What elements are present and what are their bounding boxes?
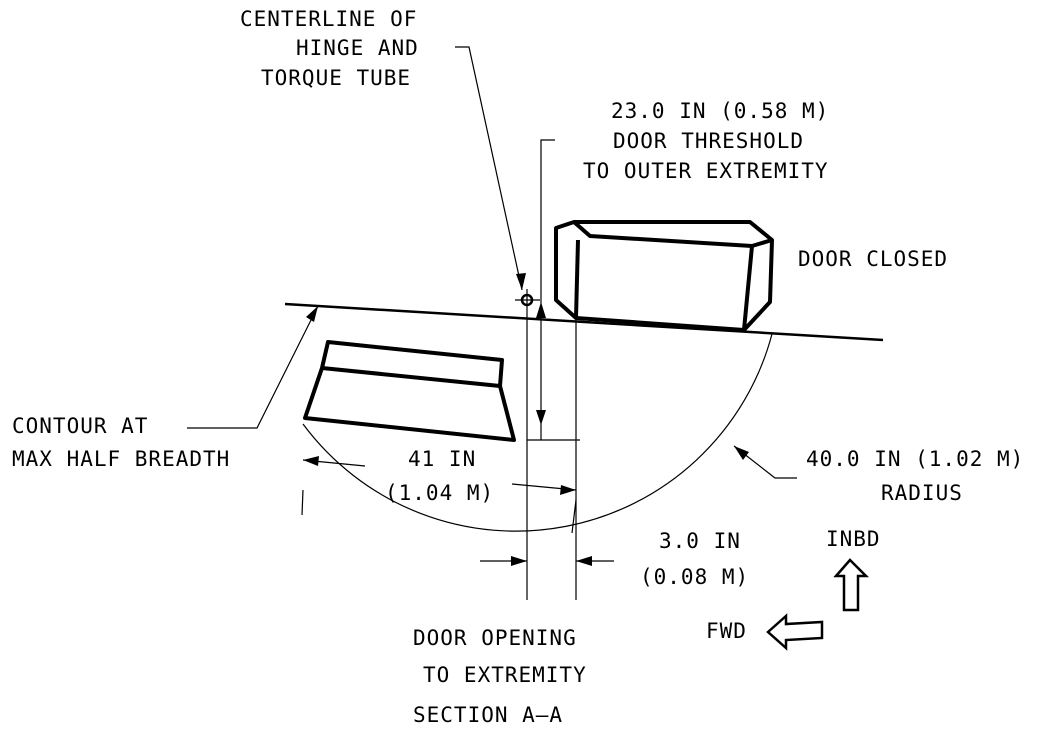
- contour-label-line2: MAX HALF BREADTH: [12, 447, 230, 471]
- hinge-label-line3: TORQUE TUBE: [261, 66, 411, 90]
- door-closed-label: DOOR CLOSED: [798, 247, 948, 271]
- opening-label-line1: DOOR OPENING: [413, 626, 577, 650]
- contour-label-line1: CONTOUR AT: [12, 414, 148, 438]
- inbd-arrow-icon: [833, 558, 870, 612]
- door-closed-shape: [554, 220, 774, 332]
- radius-label-line2: RADIUS: [881, 481, 963, 505]
- opening-label-line2: TO EXTREMITY: [423, 663, 587, 687]
- width-label-line2: (1.04 M): [385, 481, 494, 505]
- inbd-label: INBD: [826, 527, 881, 551]
- fwd-arrow-icon: [766, 613, 824, 651]
- threshold-label-line3: TO OUTER EXTREMITY: [583, 159, 829, 183]
- contour-leader-line: [187, 305, 319, 429]
- section-label: SECTION A–A: [413, 703, 563, 727]
- fwd-label: FWD: [706, 619, 747, 643]
- door-swing-arc: [302, 333, 773, 532]
- door-open-shape: [303, 340, 516, 442]
- radius-leader-line: [733, 445, 797, 479]
- hinge-leader-line: [455, 46, 523, 291]
- gap-label-line2: (0.08 M): [640, 565, 749, 589]
- gap-label-line1: 3.0 IN: [659, 529, 741, 553]
- hinge-label-line2: HINGE AND: [296, 36, 419, 60]
- hinge-centerline-marker: [515, 289, 540, 312]
- threshold-label-line2: DOOR THRESHOLD: [613, 129, 804, 153]
- threshold-dimension-line: [540, 139, 555, 440]
- fuselage-contour-line: [284, 302, 884, 342]
- hinge-leader-arrowhead: [516, 273, 526, 290]
- hinge-label-line1: CENTERLINE OF: [240, 7, 417, 31]
- radius-label-line1: 40.0 IN (1.02 M): [806, 447, 1024, 471]
- width-label-line1: 41 IN: [408, 447, 476, 471]
- threshold-label-line1: 23.0 IN (0.58 M): [611, 99, 829, 123]
